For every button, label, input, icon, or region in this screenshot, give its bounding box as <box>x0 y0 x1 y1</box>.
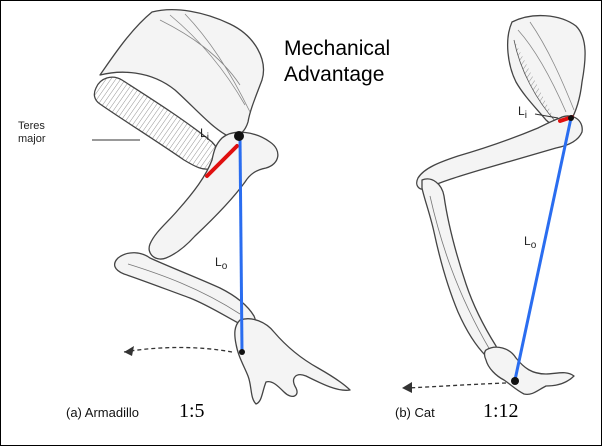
armadillo-humerus <box>149 132 278 259</box>
cat-lo-label: Lo <box>524 234 536 248</box>
armadillo-load-point <box>239 349 245 355</box>
armadillo-lo-label: Lo <box>215 255 227 269</box>
armadillo-motion-arrow <box>124 348 232 353</box>
cat-lo-main: L <box>524 234 531 248</box>
title-line-1: Mechanical <box>284 36 390 62</box>
cat-pivot <box>568 115 574 121</box>
cat-li-label: Li <box>518 104 527 118</box>
armadillo-li-main: L <box>200 126 207 140</box>
teres-label-line-2: major <box>18 133 46 146</box>
armadillo-forearm <box>115 253 256 328</box>
armadillo-lo-sub: o <box>222 261 228 272</box>
cat-ratio: 1:12 <box>483 400 519 423</box>
title-line-2: Advantage <box>284 62 390 88</box>
cat-li-sub: i <box>525 110 527 121</box>
cat-arrowhead <box>402 382 412 393</box>
armadillo-ratio: 1:5 <box>179 400 205 423</box>
cat-motion-arrow <box>408 383 506 388</box>
teres-major-label: Teres major <box>18 120 46 146</box>
teres-label-line-1: Teres <box>18 120 46 133</box>
cat-limb <box>417 16 585 395</box>
armadillo-arrowhead <box>124 346 134 356</box>
diagram-title: Mechanical Advantage <box>284 36 390 88</box>
armadillo-output-lever <box>240 137 242 352</box>
cat-caption: (b) Cat <box>395 405 435 420</box>
armadillo-li-label: Li <box>200 126 209 140</box>
cat-paw <box>485 347 575 394</box>
cat-load-point <box>511 377 519 385</box>
cat-li-main: L <box>518 104 525 118</box>
armadillo-lo-main: L <box>215 255 222 269</box>
cat-forearm <box>422 179 497 357</box>
armadillo-caption: (a) Armadillo <box>66 405 139 420</box>
cat-lo-sub: o <box>531 240 537 251</box>
armadillo-pivot <box>234 131 244 141</box>
armadillo-hand <box>235 319 350 404</box>
armadillo-li-sub: i <box>207 132 209 143</box>
